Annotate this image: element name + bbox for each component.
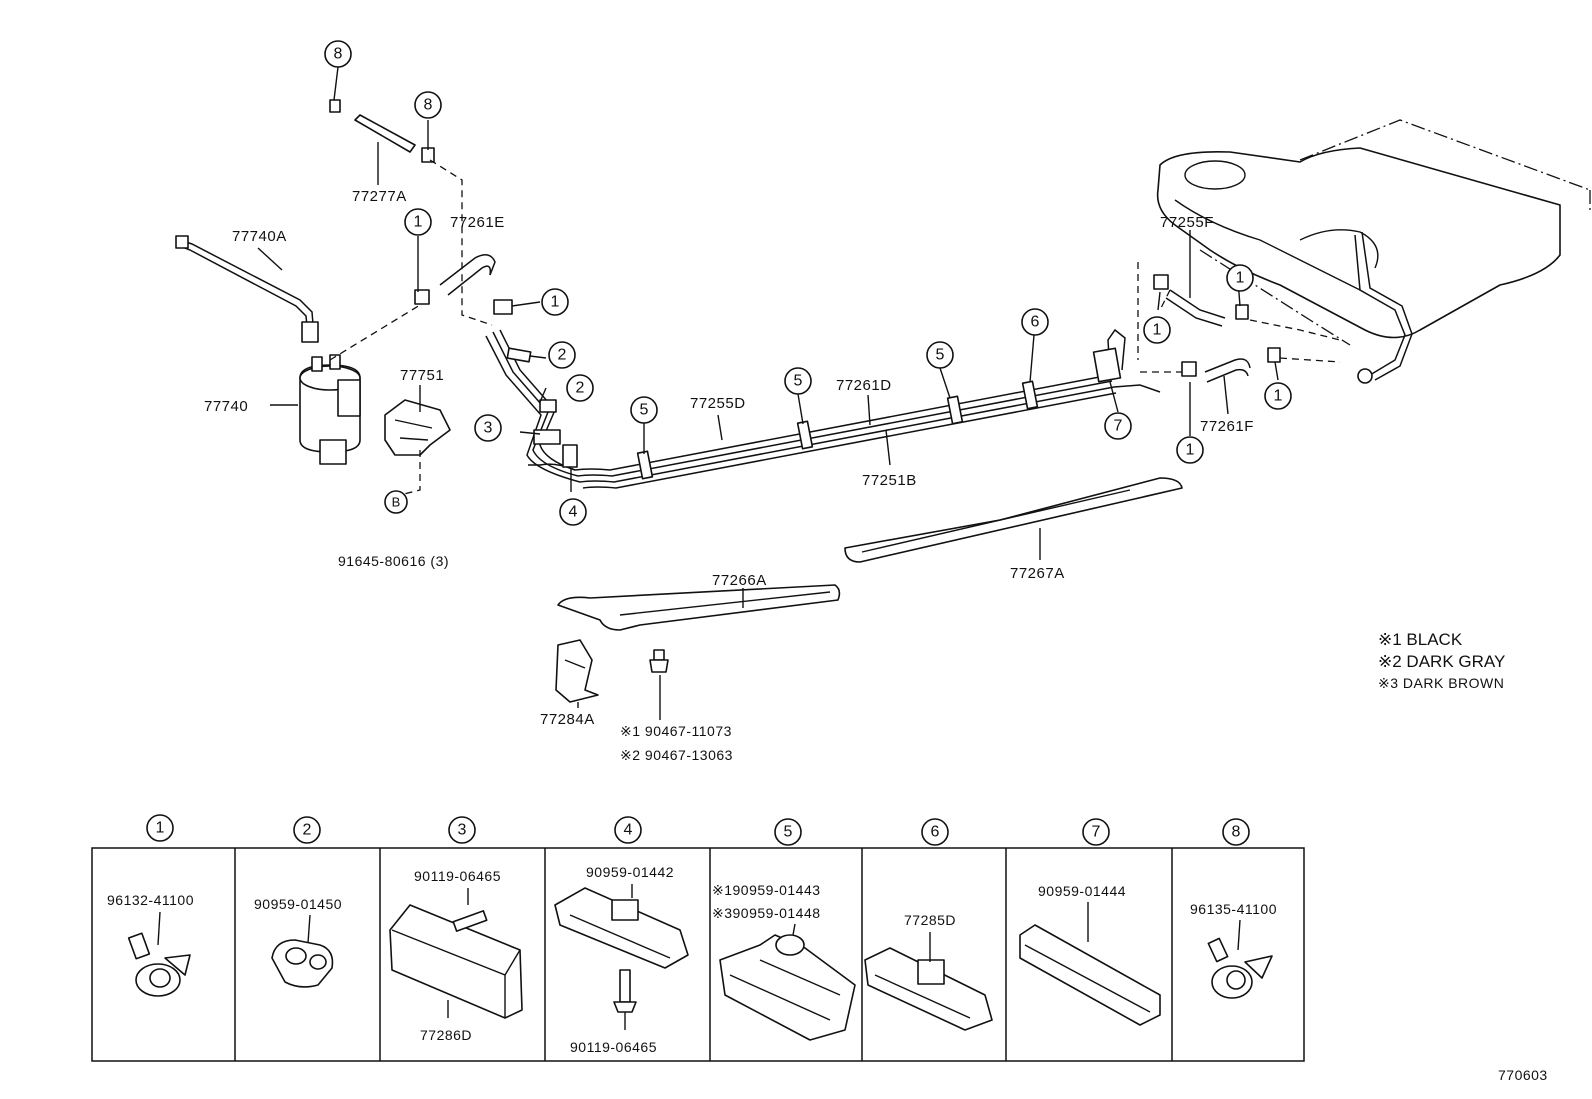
protector-77267A (844, 477, 1183, 563)
legend-4-part-clamp: 90959-01442 (586, 864, 674, 880)
label-77266A: 77266A (712, 572, 767, 589)
legend-3-part-clamp: 77286D (420, 1027, 472, 1043)
note-black: ※1 BLACK (1378, 630, 1463, 649)
svg-text:8: 8 (334, 46, 343, 63)
label-77261D: 77261D (836, 377, 892, 394)
legend-5-part-black: ※190959-01443 (712, 882, 821, 898)
legend-8-part: 96135-41100 (1190, 901, 1277, 917)
bracket-77284A (555, 639, 599, 703)
label-77751: 77751 (400, 367, 444, 384)
hose-77740A (175, 235, 319, 343)
protector-77266A (557, 584, 841, 631)
svg-text:4: 4 (569, 504, 578, 521)
clamp-77286D-icon (389, 888, 523, 1019)
label-77284A: 77284A (540, 711, 595, 728)
svg-text:1: 1 (156, 820, 165, 837)
hose-77261F (1181, 347, 1281, 383)
svg-text:1: 1 (1236, 270, 1245, 287)
svg-text:2: 2 (576, 380, 585, 397)
svg-text:1: 1 (1153, 322, 1162, 339)
svg-text:7: 7 (1114, 418, 1123, 435)
legend-1-part: 96132-41100 (107, 892, 194, 908)
svg-text:1: 1 (1186, 442, 1195, 459)
label-bolt-2: ※2 90467-13063 (620, 747, 733, 763)
legend-7-part: 90959-01444 (1038, 883, 1126, 899)
svg-text:5: 5 (784, 824, 793, 841)
label-77261E: 77261E (450, 214, 505, 231)
svg-text:1: 1 (414, 214, 423, 231)
clip-96132-icon (127, 911, 191, 997)
callout-markers: 8 8 1 1 2 2 3 4 5 5 5 6 7 1 1 1 1 B (324, 40, 1292, 526)
clamp-90959-01444-icon (1019, 902, 1161, 1026)
note-dark-brown: ※3 DARK BROWN (1378, 675, 1504, 691)
svg-text:2: 2 (303, 822, 312, 839)
svg-text:2: 2 (558, 347, 567, 364)
label-77267A: 77267A (1010, 565, 1065, 582)
label-77261F: 77261F (1200, 418, 1254, 435)
label-77740: 77740 (204, 398, 248, 415)
label-77277A: 77277A (352, 188, 407, 205)
svg-text:8: 8 (1232, 824, 1241, 841)
svg-text:6: 6 (931, 824, 940, 841)
clamp-90959-01442-icon (554, 884, 689, 1030)
hose-77255F (1153, 274, 1249, 327)
charcoal-canister (299, 354, 361, 465)
hose-77277A (329, 99, 435, 163)
clamp-77285D-icon (864, 932, 993, 1031)
label-77255F: 77255F (1160, 214, 1214, 231)
svg-text:7: 7 (1092, 824, 1101, 841)
svg-text:B: B (392, 495, 401, 510)
legend-table: 1 2 3 4 5 6 7 8 96132-41100 90959-01450 … (91, 814, 1305, 1062)
bolt-90467 (649, 649, 669, 673)
clamp-90959-01450-icon (271, 914, 334, 988)
svg-text:3: 3 (484, 420, 493, 437)
note-dark-gray: ※2 DARK GRAY (1378, 652, 1505, 671)
svg-text:1: 1 (551, 294, 560, 311)
svg-text:1: 1 (1274, 388, 1283, 405)
legend-3-part-bolt: 90119-06465 (414, 868, 501, 884)
legend-6-part: 77285D (904, 912, 956, 928)
label-91645-80616: 91645-80616 (3) (338, 553, 449, 569)
svg-text:5: 5 (936, 347, 945, 364)
svg-text:5: 5 (794, 373, 803, 390)
hose-77261E (414, 254, 513, 315)
legend-2-part: 90959-01450 (254, 896, 342, 912)
clamp-90959-01443-icon (719, 923, 856, 1041)
leader-lines (257, 66, 1279, 720)
bracket-77751 (384, 399, 451, 456)
fuel-tank (1156, 119, 1591, 384)
svg-text:8: 8 (424, 97, 433, 114)
label-77251B: 77251B (862, 472, 917, 489)
svg-text:4: 4 (624, 822, 633, 839)
label-bolt-1: ※1 90467-11073 (620, 723, 732, 739)
part-labels: 77277A 77261E 77740A 77740 77751 91645-8… (204, 188, 1254, 763)
legend-4-part-bolt: 90119-06465 (570, 1039, 657, 1055)
svg-text:3: 3 (458, 822, 467, 839)
svg-text:6: 6 (1031, 314, 1040, 331)
label-77255D: 77255D (690, 395, 746, 412)
color-notes: ※1 BLACK ※2 DARK GRAY ※3 DARK BROWN (1378, 630, 1505, 691)
svg-text:5: 5 (640, 402, 649, 419)
figure-code: 770603 (1498, 1067, 1548, 1083)
clip-96135-icon (1207, 919, 1273, 999)
fuel-line-bundle (485, 328, 1161, 489)
legend-5-part-brown: ※390959-01448 (712, 905, 821, 921)
label-77740A: 77740A (232, 228, 287, 245)
